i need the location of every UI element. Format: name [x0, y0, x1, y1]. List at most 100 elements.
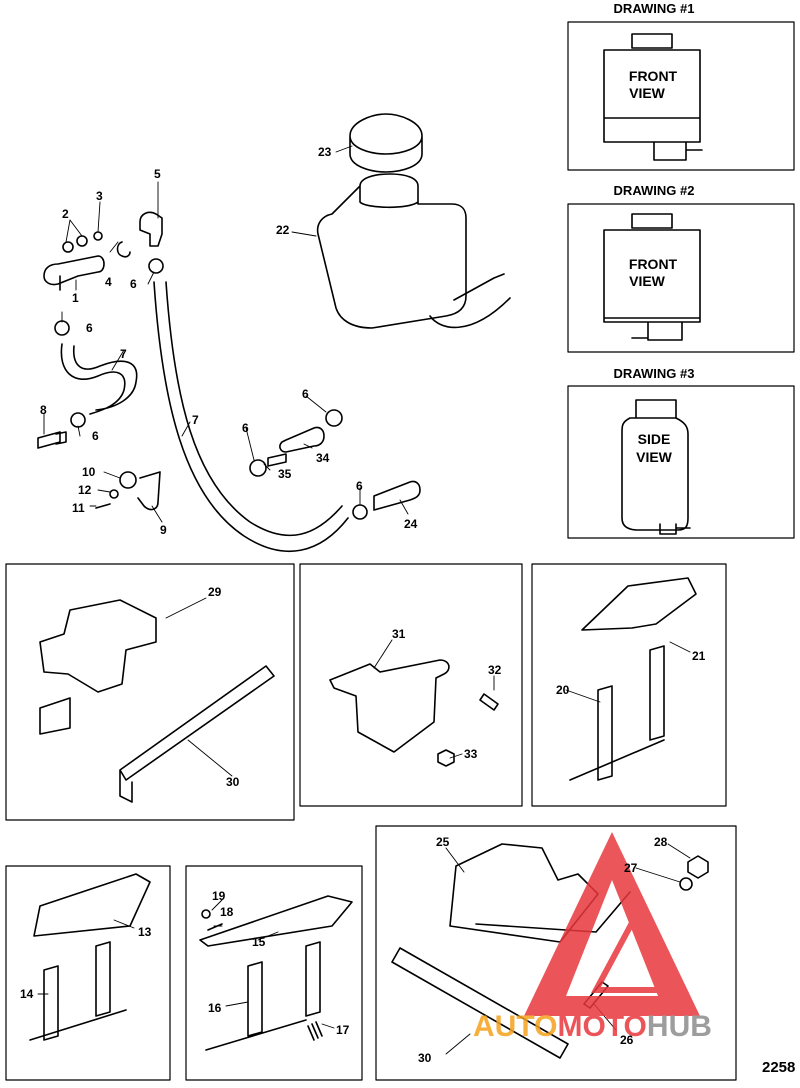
- reservoir-front-view-2: [603, 213, 701, 341]
- callout-6b: 6: [86, 321, 93, 335]
- bracket-part-25: [449, 843, 631, 943]
- callout-34: 34: [316, 451, 330, 465]
- callout-6a: 6: [130, 277, 137, 291]
- bracket-part-14: [29, 941, 127, 1041]
- reservoir-assembly: [316, 113, 511, 329]
- bracket-part-13: [33, 873, 151, 937]
- callout-35: 35: [278, 467, 292, 481]
- callout-19: 19: [212, 889, 226, 903]
- callout-11: 11: [72, 501, 85, 515]
- washer-part-27: [679, 877, 693, 891]
- fittings-assembly: [37, 211, 421, 553]
- o-ring-2b: [76, 235, 88, 247]
- callout-32: 32: [488, 663, 502, 677]
- clip-part-10: [119, 471, 137, 489]
- strap-part-30b: [391, 947, 569, 1059]
- drawing-2-view-line-2: VIEW: [629, 273, 666, 289]
- screw-part-11: [95, 503, 111, 509]
- drawing-1-panel: [567, 21, 795, 171]
- bracket-part-15: [199, 895, 353, 947]
- clamp-6e: [249, 459, 267, 477]
- callout-31: 31: [392, 627, 406, 641]
- callout-23: 23: [318, 145, 332, 159]
- connector-part-34: [279, 426, 325, 453]
- panel-bracket-31: [299, 563, 523, 807]
- bracket-part-20: [569, 645, 665, 781]
- callout-6f: 6: [356, 479, 363, 493]
- callout-1: 1: [72, 291, 79, 305]
- callout-14: 14: [20, 987, 34, 1001]
- drawing-2-title: DRAWING #2: [614, 183, 695, 198]
- drawing-3-view-line-1: SIDE: [638, 431, 671, 447]
- bracket-part-29: [39, 599, 157, 735]
- fitting-part-1: [43, 255, 105, 291]
- drawing-2-panel: [567, 203, 795, 353]
- callout-6e: 6: [242, 421, 249, 435]
- callout-10: 10: [82, 465, 96, 479]
- callout-28: 28: [654, 835, 668, 849]
- bracket-part-21: [581, 577, 697, 631]
- watermark-triangle-icon: [524, 832, 700, 1016]
- callout-26: 26: [620, 1033, 634, 1047]
- diagram-code: 2258: [762, 1059, 795, 1076]
- callout-5: 5: [154, 167, 161, 181]
- bracket-part-9: [137, 471, 161, 511]
- washer-part-12: [109, 489, 119, 499]
- clamp-6c: [70, 412, 86, 428]
- clamp-6a: [148, 258, 164, 274]
- hose-short-7: [60, 343, 138, 415]
- clip-part-18: [207, 923, 223, 931]
- cap-part-23: [349, 113, 423, 173]
- panel-bracket-25-28: [375, 825, 737, 1081]
- leader-lines: [37, 145, 691, 1055]
- callout-18: 18: [220, 905, 234, 919]
- part-callouts: 1 2 3 4 5 6 6 6 6 6 6 7 7 8 9 10 11 12 1…: [20, 145, 706, 1065]
- callout-25: 25: [436, 835, 450, 849]
- nut-part-28: [687, 855, 709, 879]
- nut-part-33: [437, 749, 455, 767]
- panel-bracket-20-21: [531, 563, 727, 807]
- callout-29: 29: [208, 585, 222, 599]
- clamp-6b: [54, 320, 70, 336]
- callout-12: 12: [78, 483, 92, 497]
- callout-7a: 7: [120, 347, 127, 361]
- drawing-2-view-line-1: FRONT: [629, 256, 678, 272]
- panel-bracket-13-14: [5, 865, 171, 1081]
- clamp-6f: [352, 504, 368, 520]
- callout-4: 4: [105, 275, 112, 289]
- watermark-auto: AUTO: [473, 1010, 557, 1043]
- svg-text:AUTOMOTOHUB: AUTOMOTOHUB: [473, 1010, 712, 1043]
- drawing-1-view-line-2: VIEW: [629, 85, 666, 101]
- spring-part-17: [307, 1021, 323, 1041]
- callout-8: 8: [40, 403, 47, 417]
- panel-bracket-15-19: [185, 865, 363, 1081]
- callout-21: 21: [692, 649, 706, 663]
- callout-15: 15: [252, 935, 266, 949]
- callout-2: 2: [62, 207, 69, 221]
- callout-7b: 7: [192, 413, 199, 427]
- callout-27: 27: [624, 861, 638, 875]
- strap-part-30a: [119, 665, 275, 803]
- callout-30b: 30: [418, 1051, 432, 1065]
- callout-9: 9: [160, 523, 167, 537]
- elbow-part-5: [139, 211, 163, 247]
- callout-24: 24: [404, 517, 418, 531]
- drawing-3-panel: [567, 385, 795, 539]
- callout-20: 20: [556, 683, 570, 697]
- o-ring-2a: [62, 241, 74, 253]
- bolt-part-32: [479, 693, 499, 711]
- panel-bracket-29-30: [5, 563, 295, 821]
- watermark-logo: AUTOMOTOHUB: [473, 832, 712, 1043]
- drawing-1-title: DRAWING #1: [614, 1, 695, 16]
- callout-33: 33: [464, 747, 478, 761]
- fitting-part-24: [373, 480, 421, 511]
- hose-long-7: [153, 281, 349, 553]
- callout-6d: 6: [302, 387, 309, 401]
- clip-part-19: [201, 909, 211, 919]
- callout-22: 22: [276, 223, 290, 237]
- bracket-part-31: [329, 659, 450, 753]
- callout-30a: 30: [226, 775, 240, 789]
- fitting-part-8: [37, 431, 67, 449]
- reservoir-part-22: [316, 173, 511, 329]
